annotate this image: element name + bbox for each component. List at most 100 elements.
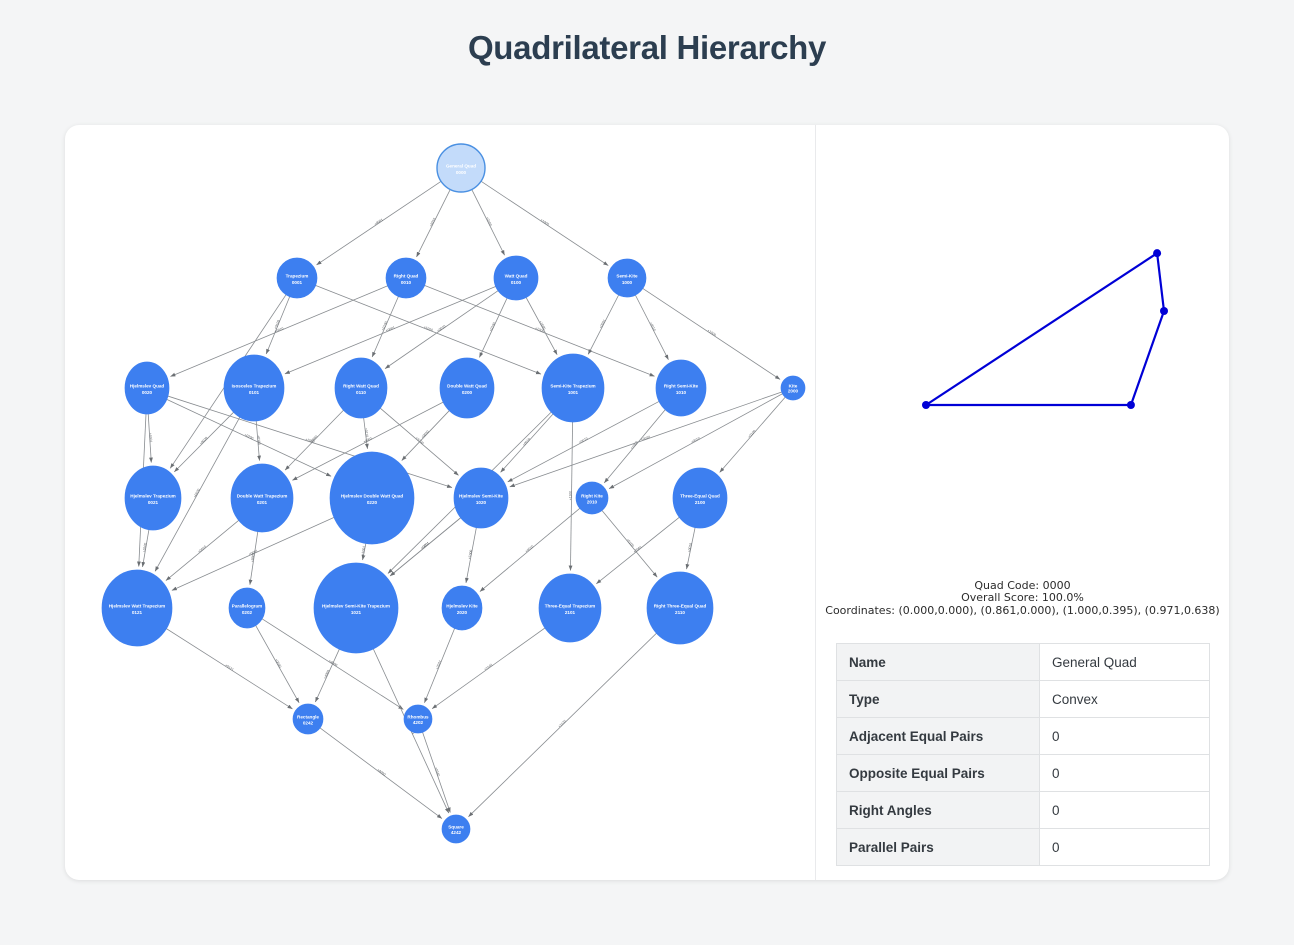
node-code-label: 1000: [622, 280, 633, 285]
node-shape[interactable]: [441, 814, 471, 844]
node-name-label: Three-Equal Quad: [680, 494, 720, 499]
edge-line: [361, 541, 367, 561]
node-shape[interactable]: [101, 569, 173, 647]
node-shape[interactable]: [313, 562, 399, 654]
node-name-label: Right Semi-Kite: [664, 384, 699, 389]
node-shape[interactable]: [453, 467, 509, 529]
edge-line: [719, 396, 786, 473]
node-code-label: 2010: [587, 500, 598, 505]
edge-line: [479, 180, 609, 266]
node-shape[interactable]: [541, 353, 605, 423]
graph-edge: +0001: [147, 412, 153, 463]
edge-line: [165, 398, 332, 477]
node-shape[interactable]: [230, 463, 294, 533]
property-value: 0: [1039, 754, 1210, 792]
node-shape[interactable]: [403, 704, 433, 734]
node-code-label: 0010: [401, 280, 412, 285]
node-shape[interactable]: [276, 257, 318, 299]
node-shape[interactable]: [385, 257, 427, 299]
node-shape[interactable]: [607, 258, 647, 298]
node-shape[interactable]: [493, 255, 539, 301]
node-name-label: Hjelmslev Kite: [446, 604, 478, 609]
node-shape[interactable]: [575, 481, 609, 515]
edge-label: +0100: [489, 322, 497, 332]
node-shape[interactable]: [439, 357, 495, 419]
graph-edge: +1000: [379, 407, 459, 476]
edge-line: [314, 647, 341, 703]
edge-label: +0040: [274, 658, 282, 668]
node-shape[interactable]: [441, 585, 483, 631]
edge-label: +4000: [323, 669, 331, 679]
edge-label: +0010: [690, 436, 700, 444]
hierarchy-graph-pane[interactable]: +0001+0010+0100+1000+0100+0020+1000+0100…: [65, 125, 816, 880]
node-shape[interactable]: [292, 703, 324, 735]
node-shape[interactable]: [334, 357, 388, 419]
property-key: Parallel Pairs: [836, 828, 1040, 866]
node-shape[interactable]: [655, 359, 707, 417]
edge-line: [316, 180, 443, 266]
edge-line: [634, 294, 669, 360]
graph-edge: +0010: [384, 289, 500, 369]
edge-label: +1001: [360, 545, 366, 555]
node-code-label: 1010: [676, 390, 687, 395]
node-shape[interactable]: [436, 143, 486, 193]
node-shape[interactable]: [672, 467, 728, 529]
edge-label: +0200: [244, 433, 254, 441]
edge-line: [379, 407, 459, 476]
hierarchy-graph[interactable]: +0001+0010+0100+1000+0100+0020+1000+0100…: [65, 125, 815, 880]
edge-line: [416, 188, 452, 258]
edge-label: +0001: [420, 541, 430, 550]
node-shape[interactable]: [646, 571, 714, 645]
node-shape[interactable]: [329, 451, 415, 545]
node-code-label: 0121: [132, 610, 143, 615]
node-shape[interactable]: [228, 587, 266, 629]
graph-edge: +0001: [171, 516, 336, 591]
node-shape[interactable]: [223, 354, 285, 422]
node-code-label: 2101: [565, 610, 576, 615]
graph-edge: +1000: [641, 287, 781, 380]
node-shape[interactable]: [780, 375, 806, 401]
edge-line: [465, 526, 477, 584]
graph-edge: +0020: [401, 409, 451, 461]
edge-label: +0001: [363, 436, 373, 444]
edge-line: [641, 287, 781, 380]
edge-line: [603, 408, 667, 484]
property-key: Opposite Equal Pairs: [836, 754, 1040, 792]
node-code-label: 2100: [695, 500, 706, 505]
graph-edge: +0040: [422, 731, 451, 813]
edge-label: +0091: [309, 434, 319, 444]
graph-edge: +1000: [314, 284, 542, 375]
node-shape[interactable]: [538, 573, 602, 643]
node-shape[interactable]: [124, 465, 182, 531]
node-name-label: Hjelmslev Trapezium: [130, 494, 175, 499]
node-shape[interactable]: [124, 361, 170, 415]
